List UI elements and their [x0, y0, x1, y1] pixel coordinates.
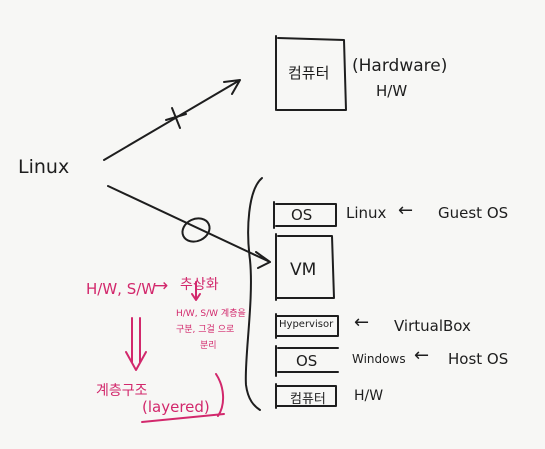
arrow-to-vm — [107, 185, 271, 269]
explain-line-2: 구분, 그걸 으로 — [176, 325, 235, 335]
pink-double-arrow — [125, 317, 147, 371]
stack-box-computer — [275, 383, 337, 409]
pink-up-arrow — [191, 281, 201, 301]
arrow-guest-os: ← — [398, 200, 414, 221]
stack-label-computer: 컴퓨터 — [290, 392, 326, 407]
arrow-to-hardware — [103, 79, 241, 161]
circle-mark — [181, 217, 211, 243]
stack-box-vm — [275, 233, 335, 301]
host-os-label: Host OS — [448, 350, 509, 368]
virtualbox-label: VirtualBox — [394, 317, 471, 335]
linux-label: Linux — [18, 156, 70, 178]
stack-brace — [244, 177, 263, 411]
computer-label-top: 컴퓨터 — [288, 64, 330, 82]
stack-box-os-guest — [273, 201, 337, 229]
stack-label-os-guest: OS — [291, 206, 313, 224]
abstraction-arrow: → — [154, 276, 169, 296]
linux-side-label: Linux — [346, 204, 387, 222]
arrow-host-os: ← — [414, 345, 430, 366]
stack-box-os-host — [275, 345, 339, 377]
guest-os-label: Guest OS — [438, 204, 509, 222]
stack-label-os-host: OS — [296, 352, 318, 370]
explain-line-3: 분리 — [200, 341, 217, 351]
hw-label-bottom: H/W — [354, 388, 384, 404]
computer-box-top — [275, 35, 347, 111]
arrow-virtualbox: ← — [354, 312, 370, 333]
abstraction-note: 추상화 — [180, 277, 219, 293]
stack-label-hypervisor: Hypervisor — [279, 319, 334, 330]
pink-paren — [215, 373, 224, 417]
stack-label-vm: VM — [290, 260, 317, 280]
windows-label: Windows — [352, 352, 406, 366]
cross-mark — [165, 107, 187, 129]
layered-en-note: (layered) — [142, 398, 210, 416]
explain-line-1: H/W, S/W 계층을 — [176, 309, 246, 319]
layered-ko-note: 계층구조 — [96, 383, 148, 399]
hw-sw-note: H/W, S/W — [86, 280, 157, 298]
pink-underline — [141, 413, 225, 423]
hardware-label: (Hardware) — [352, 56, 448, 76]
hw-label-top: H/W — [376, 82, 408, 100]
stack-box-hypervisor — [275, 313, 339, 339]
